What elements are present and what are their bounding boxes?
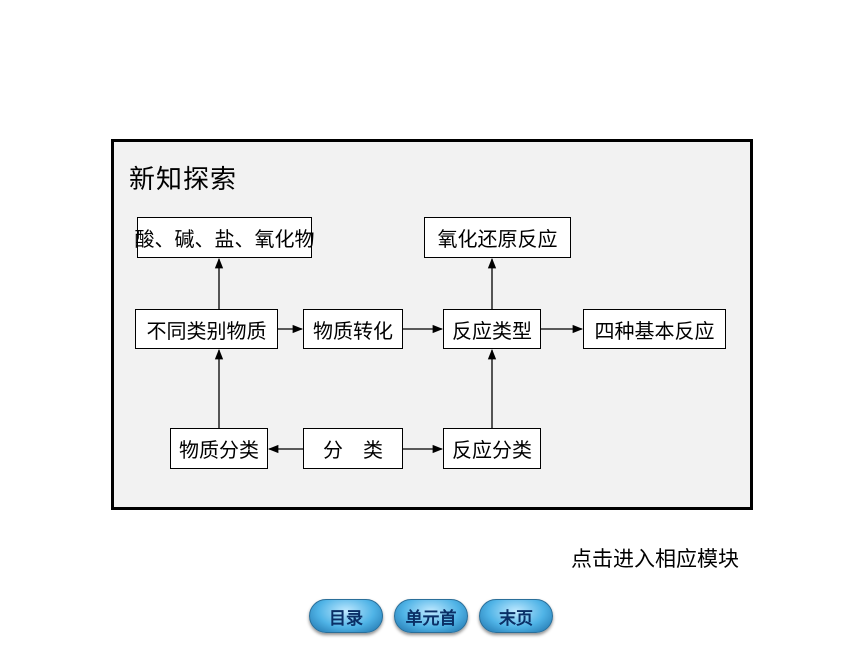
node-classification[interactable]: 分 类 [303, 428, 403, 469]
section-title: 新知探索 [129, 165, 238, 195]
node-substance-conversion[interactable]: 物质转化 [303, 309, 403, 349]
last-page-button[interactable]: 末页 [479, 599, 553, 633]
node-different-substances[interactable]: 不同类别物质 [135, 309, 278, 349]
hint-text: 点击进入相应模块 [571, 547, 739, 571]
toc-button[interactable]: 目录 [309, 599, 383, 633]
node-substance-classification[interactable]: 物质分类 [170, 428, 268, 469]
node-reaction-type[interactable]: 反应类型 [443, 309, 541, 349]
node-reaction-classification[interactable]: 反应分类 [443, 428, 541, 469]
node-acid-base-salt-oxide[interactable]: 酸、碱、盐、氧化物 [135, 217, 315, 258]
node-redox-reaction[interactable]: 氧化还原反应 [424, 217, 571, 258]
unit-first-button[interactable]: 单元首 [394, 599, 468, 633]
node-four-basic-reactions[interactable]: 四种基本反应 [583, 309, 726, 349]
